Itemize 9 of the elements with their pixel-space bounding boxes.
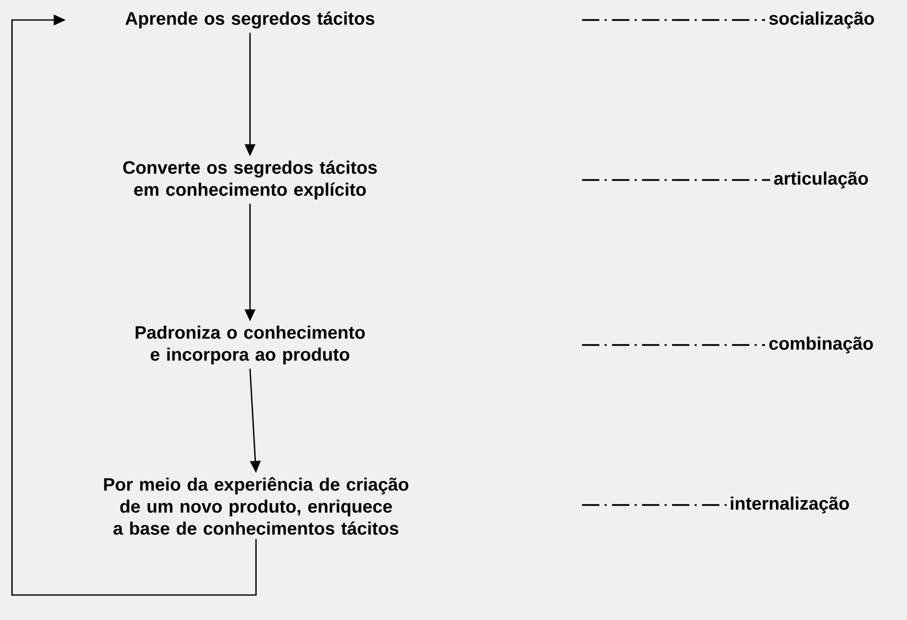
step-text: Aprende os segredos tácitos [125, 12, 374, 28]
phase-label: socialização [769, 12, 874, 28]
step-text: Converte os segredos tácitos em conhecimento explícito [123, 160, 377, 200]
phase-label: internalização [730, 496, 849, 514]
phase-label: articulação [774, 172, 868, 188]
arrow [11, 14, 257, 596]
step-text: Por meio da experiência de criação de um novo produto, enriquece a base de conhecimentos tácitos [104, 477, 408, 535]
phase-label: combinação [769, 336, 873, 354]
step-text: Padroniza o conhecimento e incorpora ao produto [136, 326, 365, 364]
